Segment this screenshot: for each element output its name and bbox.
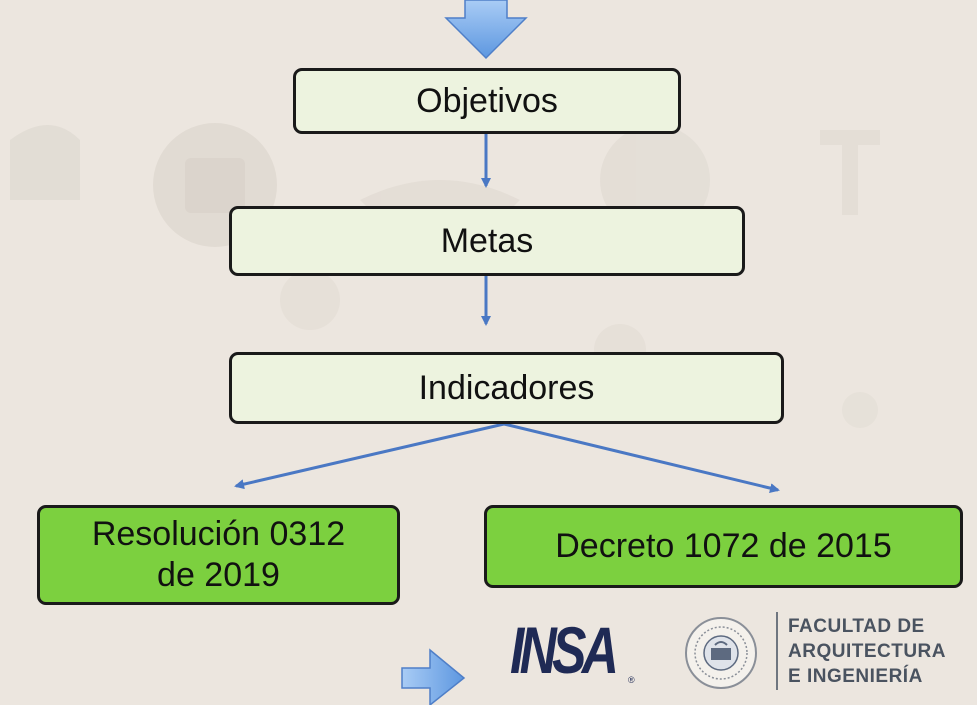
insa-logo: INSA <box>510 613 619 687</box>
university-seal-icon <box>685 617 757 689</box>
node-metas: Metas <box>229 206 745 276</box>
facultad-line2: ARQUITECTURA <box>788 641 946 662</box>
edge-indicadores-decreto <box>503 422 780 493</box>
node-decreto: Decreto 1072 de 2015 <box>484 505 963 588</box>
node-resolucion-line1: Resolución 0312 <box>91 515 346 554</box>
node-resolucion-line2: de 2019 <box>157 556 280 594</box>
block-arrow-down-icon <box>444 0 528 60</box>
background-watermark <box>10 123 880 428</box>
node-resolucion: Resolución 0312 de 2019 <box>37 505 400 605</box>
facultad-line3: E INGENIERÍA <box>788 666 923 687</box>
node-decreto-label: Decreto 1072 de 2015 <box>555 527 892 566</box>
node-indicadores-label: Indicadores <box>418 368 595 407</box>
node-objetivos: Objetivos <box>293 68 681 134</box>
block-arrow-right-icon <box>401 648 466 705</box>
node-objetivos-label: Objetivos <box>416 81 558 120</box>
edge-indicadores-resolucion <box>234 422 505 490</box>
node-indicadores: Indicadores <box>229 352 784 424</box>
facultad-line1: FACULTAD DE <box>788 616 925 637</box>
logo-divider <box>776 612 778 690</box>
facultad-logo: FACULTAD DE ARQUITECTURA E INGENIERÍA <box>788 614 968 689</box>
insa-registered-icon: ® <box>628 675 635 685</box>
node-metas-label: Metas <box>440 221 534 260</box>
